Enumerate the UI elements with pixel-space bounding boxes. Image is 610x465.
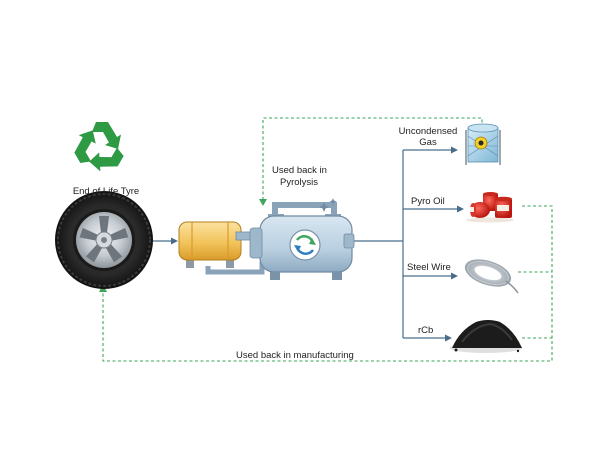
carbon-black-pile-icon <box>450 320 522 353</box>
rcb-label: rCb <box>418 325 434 336</box>
pyrolysis-loop-arrowhead <box>259 199 267 206</box>
flow-arrowheads <box>445 146 464 342</box>
flow-tyre-to-tank <box>151 237 178 245</box>
manufacturing-loop-arrow <box>102 205 553 362</box>
uncondensed-gas-label-line1: Uncondensed <box>398 126 458 137</box>
flow-reactor-to-outputs <box>352 149 458 339</box>
gas-tank-icon <box>465 123 501 165</box>
recycle-icon <box>74 122 124 172</box>
fuel-tank-icon <box>178 221 265 275</box>
steel-wire-label: Steel Wire <box>407 262 451 273</box>
used-back-pyrolysis-label-line1: Used back in <box>272 165 327 176</box>
used-back-manufacturing-label: Used back in manufacturing <box>236 350 354 361</box>
tyre-icon <box>55 191 153 289</box>
pyro-oil-label: Pyro Oil <box>411 196 445 207</box>
pyrolysis-reactor-icon <box>249 198 355 280</box>
oil-barrels-icon <box>466 192 514 223</box>
used-back-pyrolysis-label-line2: Pyrolysis <box>280 177 319 188</box>
uncondensed-gas-label-line2: Gas <box>419 137 437 148</box>
pyrolysis-loop-arrow <box>262 117 483 200</box>
end-of-life-tyre-label: End of Life Tyre <box>72 186 140 197</box>
steel-wire-coil-icon <box>464 259 519 294</box>
